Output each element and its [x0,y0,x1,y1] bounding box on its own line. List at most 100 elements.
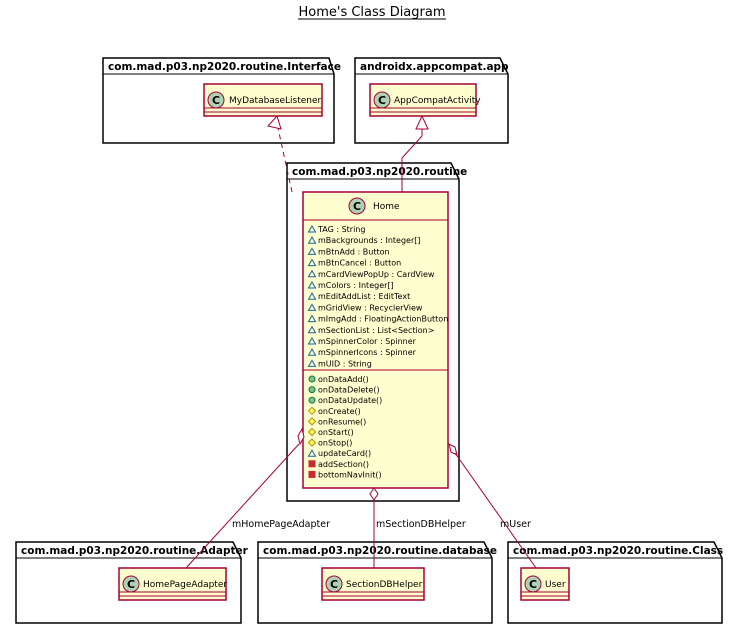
class-name: AppCompatActivity [394,96,481,106]
class-homepageadapter[interactable]: C HomePageAdapter [118,567,227,601]
package-visibility-icon [307,225,317,233]
method-row: onStop() [307,438,352,448]
field-row-text: mBtnCancel : Button [318,259,401,268]
field-row-text: mColors : Integer[] [318,281,394,290]
class-user[interactable]: C User [520,567,570,601]
aggregation-user: mUser [448,443,537,569]
package-name: com.mad.p03.np2020.routine.Interface [108,61,341,73]
public-visibility-icon [308,375,316,383]
method-row-text: onStop() [318,439,352,448]
package-class: com.mad.p03.np2020.routine.Class C User [507,541,723,624]
generalization-arrow [401,114,429,192]
public-visibility-icon [308,396,316,404]
relation-label: mSectionDBHelper [376,519,466,530]
class-name: Home [373,202,400,212]
field-row: mColors : Integer[] [307,281,394,290]
method-row-text: onDataDelete() [318,386,380,395]
protected-visibility-icon [307,406,317,416]
home-methods: onDataAdd() onDataDelete()onDataUpdate() o… [307,375,382,479]
field-row: mBtnAdd : Button [307,247,390,256]
protected-visibility-icon [307,427,317,437]
package-visibility-icon [307,325,317,334]
class-name: SectionDBHelper [346,580,423,590]
class-name: HomePageAdapter [143,580,227,590]
field-row: TAG : String [307,225,365,234]
package-visibility-icon [307,449,317,457]
method-row-text: onResume() [318,417,366,426]
aggregation-homepageadapter: mHomePageAdapter [185,427,330,569]
field-row-text: TAG : String [317,225,365,234]
class-stereotype-icon [348,197,366,215]
class-icon-letter: C [127,578,135,591]
package-visibility-icon [307,359,317,367]
field-row: mBtnCancel : Button [307,258,401,268]
class-appcompatactivity[interactable]: C AppCompatActivity [369,83,481,117]
method-row-text: onDataAdd() [318,375,369,384]
class-home[interactable]: C Home TAG : String mBackgrounds : Intege… [302,191,449,489]
class-icon-letter: C [353,200,361,213]
field-row: mImgAdd : FloatingActionButton [307,314,448,324]
package-appcompat: androidx.appcompat.app C AppCompatActivi… [354,57,509,144]
home-fields: TAG : String mBackgrounds : Integer[] mBtn… [307,225,448,368]
private-visibility-icon [308,460,316,468]
field-row-text: mSectionList : List<Section> [318,326,434,335]
field-row-text: mImgAdd : FloatingActionButton [318,315,448,324]
method-row: onCreate() [307,406,361,416]
package-visibility-icon [307,337,317,345]
class-icon-letter: C [212,94,220,107]
package-database: com.mad.p03.np2020.routine.database C Se… [257,541,497,624]
field-row: mBackgrounds : Integer[] [307,236,421,245]
field-row: mSectionList : List<Section> [307,325,434,335]
aggregation-sectiondbhelper: mSectionDBHelper [369,487,466,568]
package-name: com.mad.p03.np2020.routine.database [263,545,497,557]
package-interface: com.mad.p03.np2020.routine.Interface C M… [102,57,341,144]
method-row: onDataUpdate() [308,396,382,405]
package-visibility-icon [307,348,317,356]
protected-visibility-icon [307,417,317,426]
diagram-title: Home's Class Diagram [298,5,445,20]
method-row: onStart() [307,427,354,437]
class-name: MyDatabaseListener [229,96,322,106]
method-row-text: updateCard() [318,449,371,458]
field-row-text: mGridView : RecyclerView [318,303,423,312]
class-name: User [545,580,566,590]
method-row: updateCard() [307,449,371,458]
package-adapter: com.mad.p03.np2020.routine.Adapter C Hom… [15,541,249,624]
field-row-text: mEditAddList : EditText [318,292,410,301]
protected-visibility-icon [307,438,317,447]
package-visibility-icon [307,292,317,300]
method-row-text: addSection() [318,460,369,469]
private-visibility-icon [308,470,316,478]
class-sectiondbhelper[interactable]: C SectionDBHelper [321,567,425,601]
field-row: mUID : String [307,359,372,368]
package-visibility-icon [307,258,317,267]
method-row-text: onDataUpdate() [318,396,382,405]
field-row: mGridView : RecyclerView [307,303,423,312]
package-visibility-icon [307,247,317,255]
method-row-text: onCreate() [318,407,361,416]
method-row-text: bottomNavInit() [318,470,382,479]
package-visibility-icon [307,281,317,289]
package-name: com.mad.p03.np2020.routine [292,166,467,178]
class-icon-letter: C [529,578,537,591]
relation-label: mUser [500,519,531,530]
field-row: mEditAddList : EditText [307,292,410,301]
package-visibility-icon [307,314,317,323]
package-visibility-icon [307,303,317,311]
method-row: onDataDelete() [308,386,380,395]
package-name: com.mad.p03.np2020.routine.Adapter [21,545,249,557]
field-row: mSpinnerColor : Spinner [307,337,417,346]
field-row-text: mBackgrounds : Integer[] [318,236,421,245]
field-row-text: mSpinnerIcons : Spinner [318,348,417,357]
package-visibility-icon [307,236,317,244]
field-row-text: mCardViewPopUp : CardView [318,270,435,279]
package-name: com.mad.p03.np2020.routine.Class [513,545,723,557]
package-visibility-icon [307,269,317,278]
method-row: bottomNavInit() [308,470,382,479]
field-row-text: mBtnAdd : Button [318,247,390,256]
method-row: onResume() [307,417,366,426]
class-icon-letter: C [330,578,338,591]
method-row: addSection() [308,460,369,469]
class-icon-letter: C [378,94,386,107]
class-mydatabaselistener[interactable]: C MyDatabaseListener [203,83,323,117]
